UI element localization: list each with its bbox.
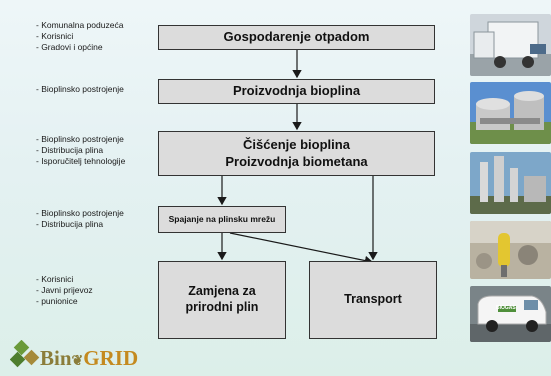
stakeholder-item: - Bioplinsko postrojenje bbox=[36, 134, 124, 144]
stakeholder-item: - Bioplinsko postrojenje bbox=[36, 84, 124, 94]
stakeholders-purification: - Bioplinsko postrojenje - Distribucija … bbox=[36, 134, 125, 167]
box-waste-label: Gospodarenje otpadom bbox=[223, 29, 370, 45]
stakeholder-item: - Korisnici bbox=[36, 31, 74, 41]
box-transport-label: Transport bbox=[344, 292, 402, 307]
photo-filling-station bbox=[470, 221, 551, 279]
stakeholders-use: - Korisnici - Javni prijevoz - punionice bbox=[36, 274, 93, 307]
stakeholder-item: - punionice bbox=[36, 296, 78, 306]
van-badge-text: BIOGAS bbox=[496, 305, 516, 311]
box-purification-line2: Proizvodnja biometana bbox=[225, 153, 368, 169]
logo-part-grid: GRID bbox=[83, 346, 139, 370]
logo-part-bin: Bin bbox=[40, 346, 72, 370]
photo-purification-unit bbox=[470, 152, 551, 214]
box-transport: Transport bbox=[309, 261, 437, 339]
stakeholder-item: - Javni prijevoz bbox=[36, 285, 93, 295]
stakeholder-item: - Komunalna poduzeća bbox=[36, 20, 124, 30]
stakeholder-item: - Korisnici bbox=[36, 274, 74, 284]
stakeholders-production: - Bioplinsko postrojenje bbox=[36, 84, 124, 95]
box-production-label: Proizvodnja bioplina bbox=[232, 83, 361, 99]
stakeholder-item: - Gradovi i općine bbox=[36, 42, 103, 52]
arrow-grid-to-transport bbox=[229, 232, 374, 266]
box-grid-label: Spajanje na plinsku mrežu bbox=[168, 214, 276, 225]
logo-leaf-icon: ❦ bbox=[71, 354, 84, 369]
stakeholder-item: - Bioplinsko postrojenje bbox=[36, 208, 124, 218]
bingrid-logo-text: Bin❦GRID bbox=[40, 346, 138, 371]
photo-garbage-truck bbox=[470, 14, 551, 76]
box-purification-line1: Čišćenje bioplina bbox=[243, 137, 350, 153]
photo-biogas-van: BIOGAS bbox=[470, 286, 551, 342]
stakeholder-item: - Isporučitelj tehnologije bbox=[36, 156, 126, 166]
box-biogas-production: Proizvodnja bioplina bbox=[158, 79, 435, 104]
stakeholder-item: - Distribucija plina bbox=[36, 145, 104, 155]
stakeholders-grid: - Bioplinsko postrojenje - Distribucija … bbox=[36, 208, 124, 230]
box-gas-replacement: Zamjena za prirodni plin bbox=[158, 261, 286, 339]
box-waste-management: Gospodarenje otpadom bbox=[158, 25, 435, 50]
bingrid-logo-icon bbox=[10, 340, 40, 368]
box-replacement-line1: Zamjena za bbox=[188, 284, 256, 299]
photo-biogas-plant bbox=[470, 82, 551, 144]
box-replacement-line2: prirodni plin bbox=[185, 300, 259, 314]
stakeholders-waste: - Komunalna poduzeća - Korisnici - Grado… bbox=[36, 20, 123, 53]
stakeholder-item: - Distribucija plina bbox=[36, 219, 104, 229]
box-grid-connection: Spajanje na plinsku mrežu bbox=[158, 206, 286, 233]
box-purification: Čišćenje bioplina Proizvodnja biometana bbox=[158, 131, 435, 176]
